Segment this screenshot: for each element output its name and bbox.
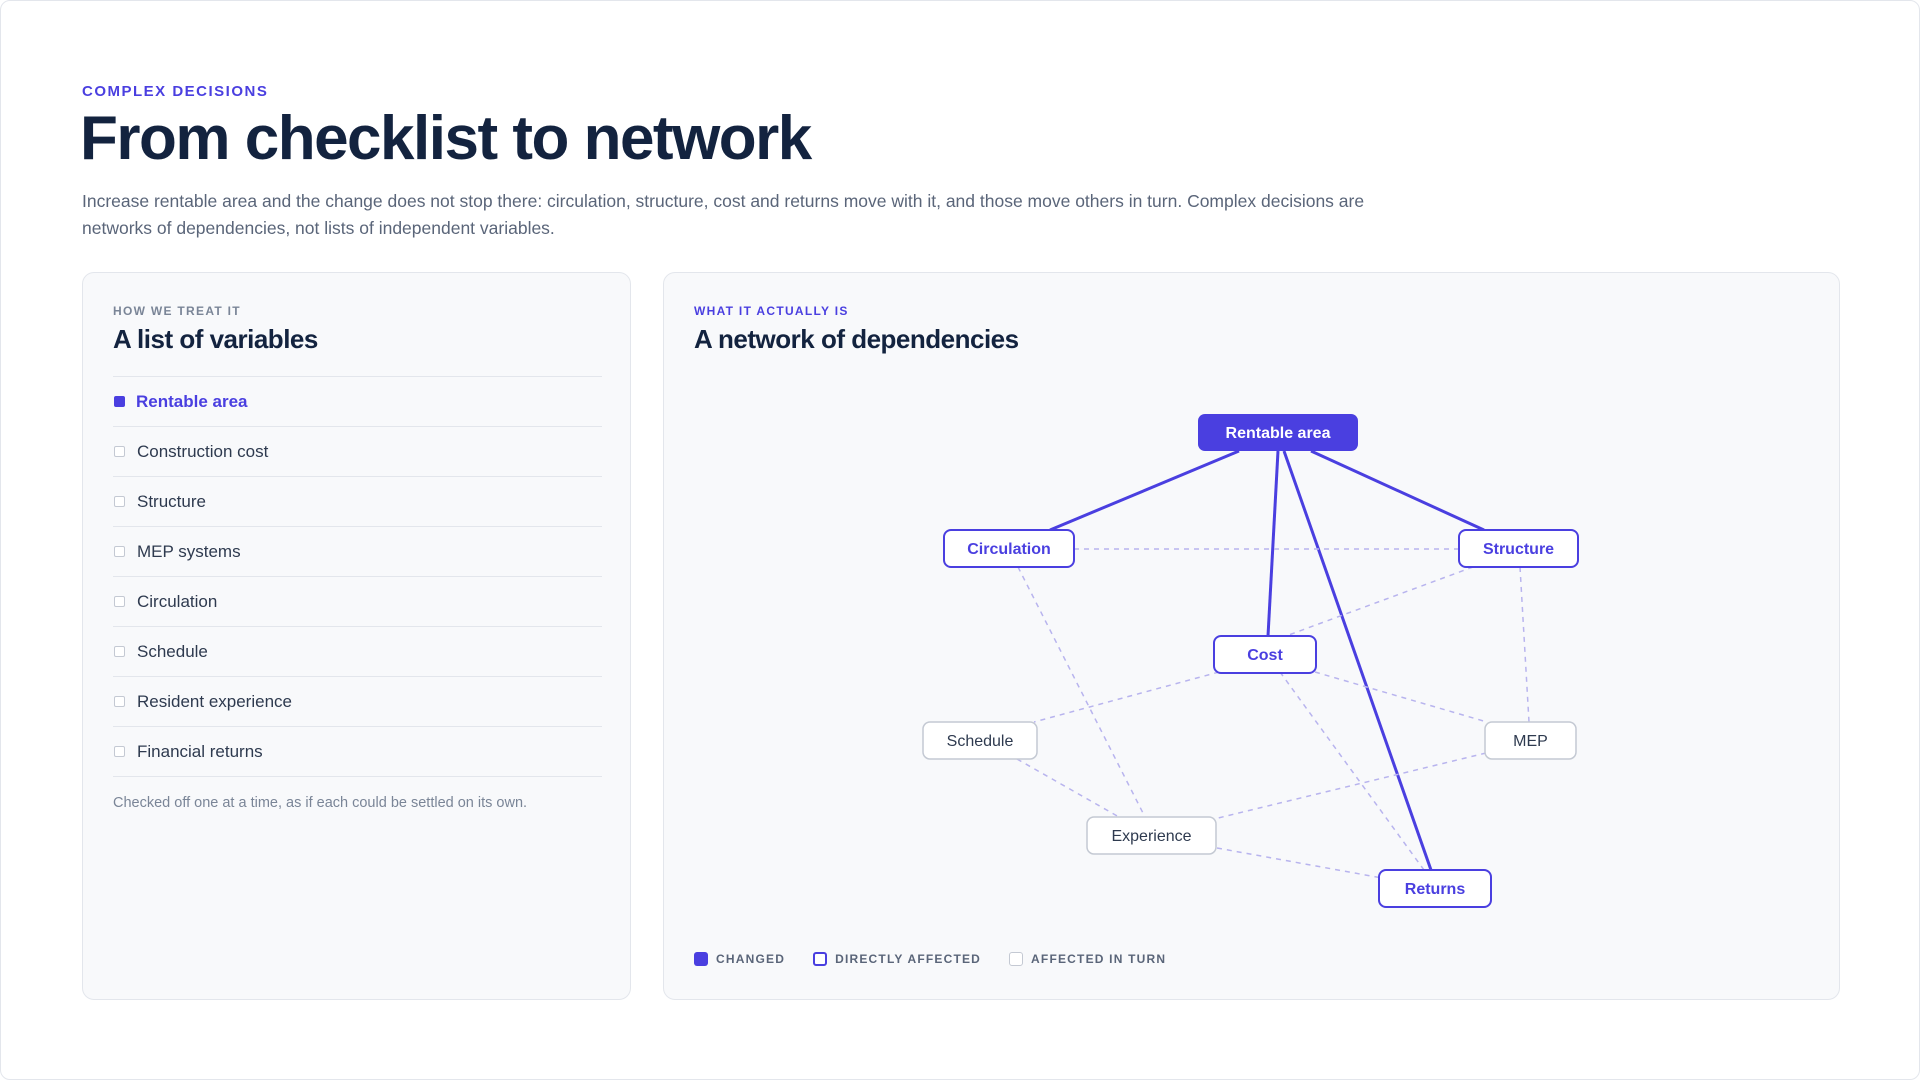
node-label: Structure <box>1483 541 1554 558</box>
network-card-eyebrow: WHAT IT ACTUALLY IS <box>694 304 849 318</box>
checkbox-icon <box>114 646 125 657</box>
list-item-label: Circulation <box>137 591 218 611</box>
changed-swatch-icon <box>694 952 708 966</box>
legend-item-turn: AFFECTED IN TURN <box>1009 952 1166 966</box>
node-box <box>1484 721 1577 760</box>
legend-item-direct: DIRECTLY AFFECTED <box>813 952 981 966</box>
edge-structure-mep <box>1519 566 1530 723</box>
list-item[interactable]: Resident experience <box>113 677 602 727</box>
network-legend: CHANGED DIRECTLY AFFECTED AFFECTED IN TU… <box>694 952 1194 966</box>
list-item[interactable]: Circulation <box>113 577 602 627</box>
list-item[interactable]: Financial returns <box>113 727 602 777</box>
list-item-label: Structure <box>137 491 206 511</box>
page-description: Increase rentable area and the change do… <box>82 191 1365 238</box>
node-cost: Cost <box>1213 635 1317 674</box>
edge-rentable-circulation <box>1049 449 1240 532</box>
node-mep: MEP <box>1484 721 1577 760</box>
variables-list: Rentable area Construction cost Structur… <box>113 376 602 777</box>
dependency-network-card: WHAT IT ACTUALLY IS A network of depende… <box>663 272 1840 1000</box>
edge-structure-cost <box>1285 566 1474 637</box>
list-item-label: Resident experience <box>137 691 292 711</box>
edge-cost-returns <box>1279 671 1425 871</box>
node-box <box>922 721 1038 760</box>
list-item-label: MEP systems <box>137 541 241 561</box>
checkbox-icon <box>114 596 125 607</box>
list-item-label: Schedule <box>137 641 208 661</box>
node-structure: Structure <box>1458 529 1579 568</box>
network-card-title: A network of dependencies <box>694 324 1019 354</box>
list-item-label: Construction cost <box>137 441 269 461</box>
node-label: Rentable area <box>1226 425 1331 442</box>
list-item[interactable]: Schedule <box>113 627 602 677</box>
list-item[interactable]: Structure <box>113 477 602 527</box>
node-label: Circulation <box>967 541 1051 558</box>
variables-list-card: HOW WE TREAT IT A list of variables Rent… <box>82 272 631 1000</box>
node-label: MEP <box>1513 733 1548 750</box>
node-label: Returns <box>1405 881 1466 898</box>
node-label: Schedule <box>947 733 1014 750</box>
node-box <box>1213 635 1317 674</box>
list-item[interactable]: Rentable area <box>113 377 602 427</box>
edge-experience-returns <box>1216 847 1383 879</box>
edge-cost-schedule <box>1033 671 1220 723</box>
node-box <box>1198 414 1358 451</box>
node-label: Cost <box>1247 647 1283 664</box>
list-card-note: Checked off one at a time, as if each co… <box>113 795 528 811</box>
node-circulation: Circulation <box>943 529 1075 568</box>
edge-mep-experience <box>1213 752 1487 820</box>
checkbox-icon <box>114 446 125 457</box>
node-returns: Returns <box>1378 869 1492 908</box>
section-eyebrow: COMPLEX DECISIONS <box>82 83 269 100</box>
list-item-label: Rentable area <box>136 391 248 411</box>
node-box <box>943 529 1075 568</box>
list-card-title: A list of variables <box>113 324 318 354</box>
node-experience: Experience <box>1086 816 1217 855</box>
list-item-label: Financial returns <box>137 741 263 761</box>
node-box <box>1378 869 1492 908</box>
node-box <box>1458 529 1579 568</box>
turn-swatch-icon <box>1009 952 1024 966</box>
edge-rentable-structure <box>1310 449 1485 532</box>
checkbox-icon <box>114 496 125 507</box>
direct-swatch-icon <box>813 952 828 966</box>
legend-item-changed: CHANGED <box>694 952 785 966</box>
node-schedule: Schedule <box>922 721 1038 760</box>
edge-rentable-cost <box>1266 450 1280 637</box>
checkbox-icon <box>114 396 125 407</box>
checkbox-icon <box>114 696 125 707</box>
edge-rentable-returns <box>1282 450 1433 871</box>
checkbox-icon <box>114 746 125 757</box>
node-rentable: Rentable area <box>1198 414 1358 451</box>
list-item[interactable]: MEP systems <box>113 527 602 577</box>
edge-cost-mep <box>1314 671 1488 723</box>
list-item[interactable]: Construction cost <box>113 427 602 477</box>
page-title: From checklist to network <box>80 104 812 173</box>
node-box <box>1086 816 1217 855</box>
edge-schedule-experience <box>1016 758 1120 818</box>
checkbox-icon <box>114 546 125 557</box>
edge-circulation-experience <box>1017 566 1146 818</box>
list-card-eyebrow: HOW WE TREAT IT <box>113 304 241 318</box>
node-label: Experience <box>1111 828 1191 845</box>
